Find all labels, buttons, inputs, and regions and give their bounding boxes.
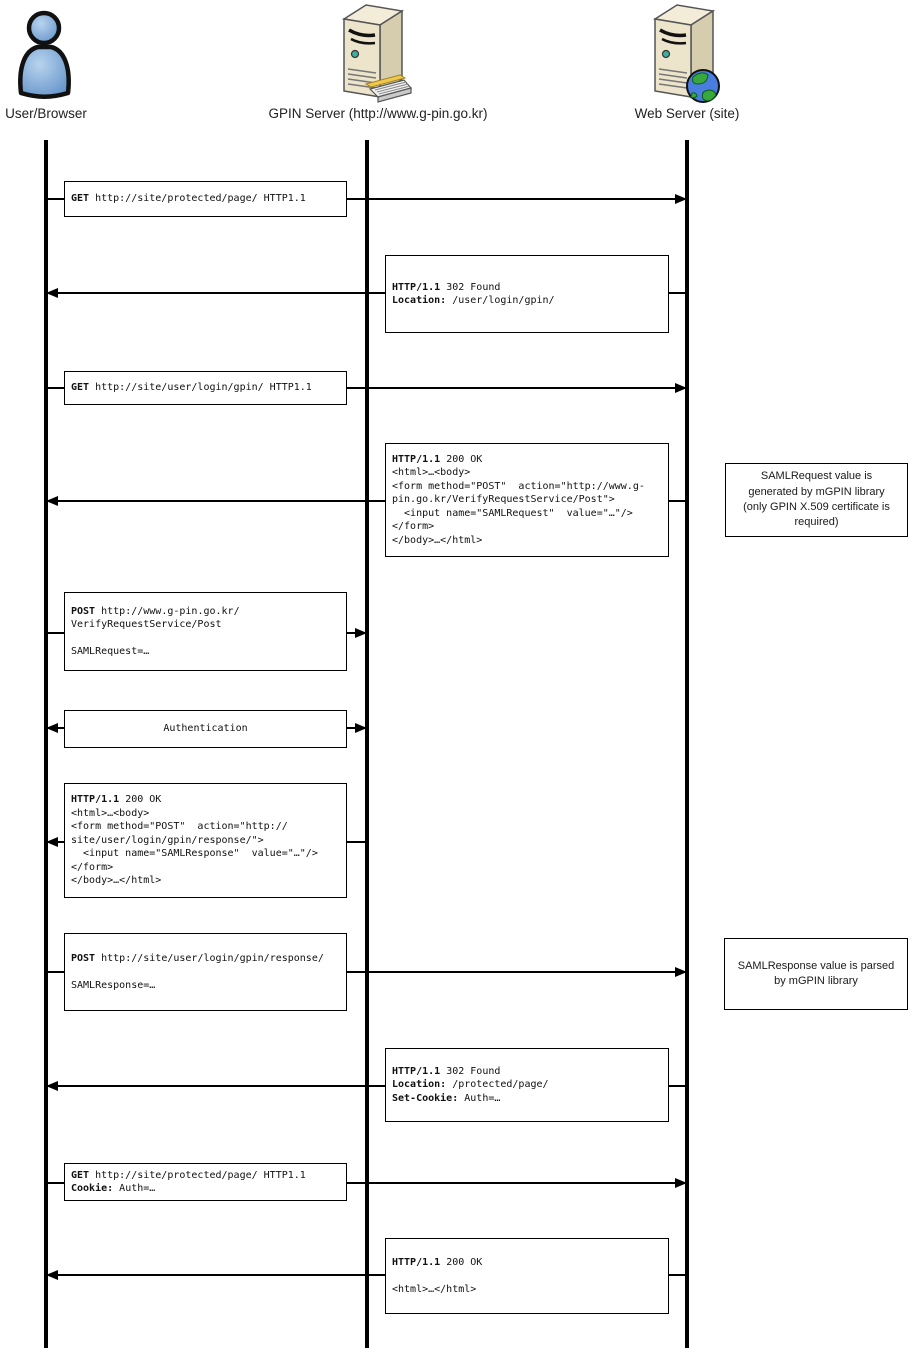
message-line: [46, 1085, 687, 1087]
message-box: POST http://site/user/login/gpin/respons…: [64, 933, 347, 1011]
message-box: GET http://site/protected/page/ HTTP1.1: [64, 181, 347, 217]
arrowhead-left-icon: [46, 837, 58, 847]
message-line: [46, 292, 687, 294]
message-box: HTTP/1.1 200 OK<html>…<body><form method…: [64, 783, 347, 898]
message-box: HTTP/1.1 200 OK <html>…</html>: [385, 1238, 669, 1314]
actor-web-server: [643, 1, 723, 107]
message-box: GET http://site/user/login/gpin/ HTTP1.1: [64, 371, 347, 405]
note-samlresponse: SAMLResponse value is parsed by mGPIN li…: [724, 938, 908, 1010]
message-line: [46, 500, 687, 502]
message-line: [46, 1182, 687, 1184]
arrowhead-right-icon: [675, 1178, 687, 1188]
arrowhead-left-icon: [46, 496, 58, 506]
message-line: [46, 1274, 687, 1276]
message-line: [46, 387, 687, 389]
message-box: HTTP/1.1 200 OK<html>…<body><form method…: [385, 443, 669, 557]
arrowhead-right-icon: [355, 723, 367, 733]
arrowhead-right-icon: [675, 967, 687, 977]
arrowhead-left-icon: [46, 723, 58, 733]
server-globe-icon: [643, 4, 723, 111]
note-samlrequest: SAMLRequest value is generated by mGPIN …: [725, 463, 908, 537]
message-line: [46, 971, 687, 973]
actor-gpin-server: [332, 1, 413, 107]
lifeline-user: [44, 140, 48, 1348]
arrowhead-right-icon: [355, 628, 367, 638]
arrowhead-left-icon: [46, 1270, 58, 1280]
message-line: [46, 198, 687, 200]
lifeline-gpin-server: [365, 140, 369, 1348]
arrowhead-right-icon: [675, 194, 687, 204]
actor-gpin-server-label: GPIN Server (http://www.g-pin.go.kr): [268, 106, 488, 121]
person-icon: [13, 10, 79, 104]
actor-user: [13, 6, 79, 100]
actor-user-label: User/Browser: [5, 106, 87, 121]
arrowhead-left-icon: [46, 1081, 58, 1091]
server-keyboard-icon: [332, 4, 413, 111]
arrowhead-left-icon: [46, 288, 58, 298]
message-box: Authentication: [64, 710, 347, 748]
arrowhead-right-icon: [675, 383, 687, 393]
message-box: POST http://www.g-pin.go.kr/VerifyReques…: [64, 592, 347, 671]
lifeline-web-server: [685, 140, 689, 1348]
actor-web-server-label: Web Server (site): [634, 106, 740, 121]
